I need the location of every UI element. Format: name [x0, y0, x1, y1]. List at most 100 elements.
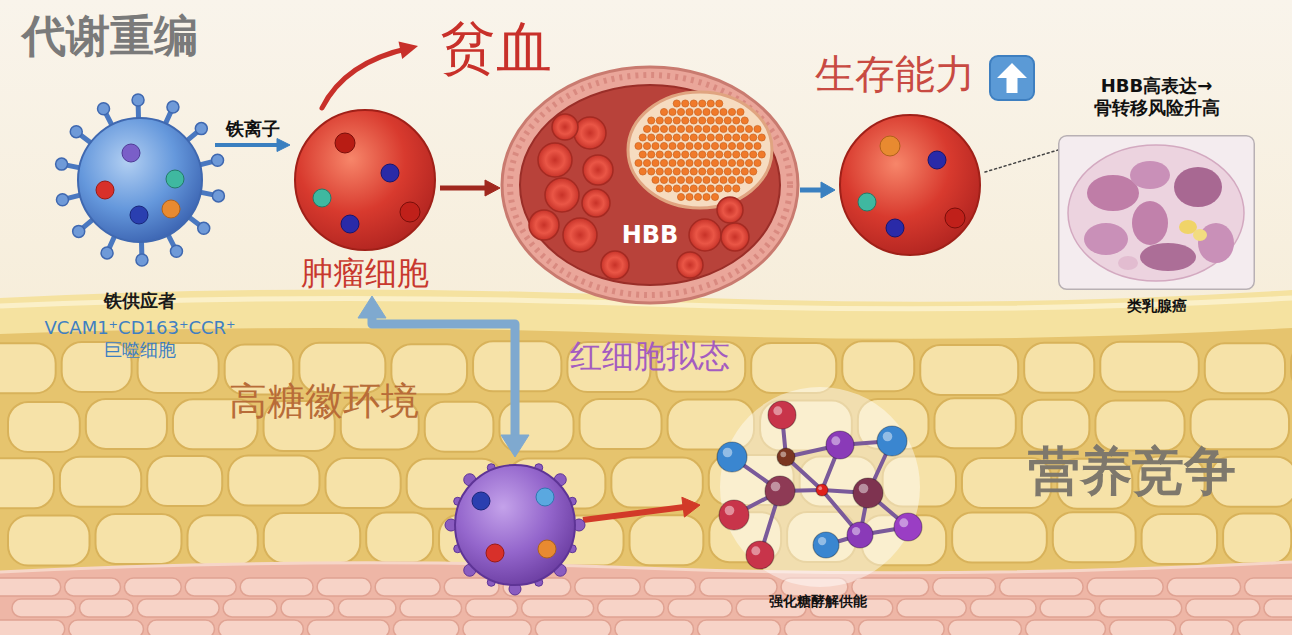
granule [669, 159, 676, 166]
histology-panel: HBB高表达→ 骨转移风险升高类乳腺癌 [1058, 135, 1255, 290]
granule [673, 151, 680, 158]
adipocyte [952, 513, 1047, 563]
granule [677, 142, 684, 149]
skin-cell [615, 620, 694, 635]
skin-cell [575, 578, 641, 596]
skin-cell [124, 578, 181, 596]
skin-cell [1245, 578, 1292, 596]
granule [690, 117, 697, 124]
granule [750, 134, 757, 141]
granule [711, 176, 718, 183]
arrowhead [485, 180, 500, 196]
up-arrow-icon [990, 56, 1034, 100]
granule [669, 176, 676, 183]
granule [665, 134, 672, 141]
skin-cell [137, 599, 219, 617]
atom [719, 500, 749, 530]
spike-knob [56, 158, 68, 170]
histology-panel-shape [1058, 135, 1255, 290]
skin-cell [69, 620, 144, 635]
atom [826, 431, 854, 459]
granule [694, 176, 701, 183]
granule [716, 185, 723, 192]
atom [847, 522, 873, 548]
granule [703, 193, 710, 200]
adipocyte [86, 399, 167, 449]
granule [716, 151, 723, 158]
skin-cell [65, 578, 121, 596]
skin-cell [0, 620, 65, 635]
granule [660, 142, 667, 149]
energy-arrow [583, 497, 700, 520]
granule [652, 176, 659, 183]
granule [686, 125, 693, 132]
cell-label: 肿瘤细胞 [290, 254, 440, 292]
granule [648, 134, 655, 141]
granule [690, 100, 697, 107]
adipocyte [1205, 343, 1285, 393]
granule [660, 125, 667, 132]
cell-heading: 铁供应者 [25, 290, 255, 312]
anemia-arrow [322, 42, 418, 109]
granule [673, 134, 680, 141]
granule [694, 125, 701, 132]
skin-cell [697, 620, 780, 635]
glycolytic-cell: 高糖徽环境 [447, 457, 583, 593]
granule [677, 108, 684, 115]
connector-line [583, 507, 688, 520]
skin-cell [948, 620, 1021, 635]
granule [737, 142, 744, 149]
granule [707, 168, 714, 175]
adipocyte [934, 398, 1015, 448]
granule [733, 185, 740, 192]
granule [707, 117, 714, 124]
adipocyte [1142, 514, 1218, 564]
granule [639, 168, 646, 175]
atom-shine [723, 448, 733, 458]
skin-cell [784, 620, 854, 635]
granule [716, 134, 723, 141]
granule [669, 125, 676, 132]
environment-label: 高糖徽环境 [229, 379, 429, 425]
molecule-network-shape [700, 395, 935, 575]
adipocyte [580, 399, 662, 449]
granule [724, 168, 731, 175]
skin-cell [1167, 578, 1240, 596]
granule [724, 185, 731, 192]
skin-cell [393, 620, 459, 635]
spike-knob [98, 103, 110, 115]
skin-cell [0, 578, 61, 596]
atom-shine [852, 527, 860, 535]
granule [703, 108, 710, 115]
granule [711, 142, 718, 149]
atom-shine [859, 484, 869, 494]
granule [754, 125, 761, 132]
granule [673, 185, 680, 192]
granule [682, 168, 689, 175]
granule [699, 185, 706, 192]
granule [682, 117, 689, 124]
granule [639, 134, 646, 141]
macrophage-cell: 铁供应者VCAM1⁺CD163⁺CCR⁺ 巨噬细胞 [65, 105, 215, 255]
spike-knob [212, 190, 224, 202]
adipocyte [228, 456, 319, 506]
tumor-cell-shape [290, 108, 440, 258]
granule [656, 185, 663, 192]
granule [648, 117, 655, 124]
skin-cell [668, 599, 732, 617]
skin-cell [522, 599, 594, 617]
adipocyte [920, 345, 1018, 395]
skin-cell [185, 578, 236, 596]
granule [745, 142, 752, 149]
connector-line [215, 143, 281, 147]
adipocyte [1053, 512, 1136, 562]
granule [750, 151, 757, 158]
granule [758, 151, 765, 158]
granule [728, 142, 735, 149]
granule [741, 168, 748, 175]
connector-line [985, 150, 1058, 172]
granule [694, 193, 701, 200]
adipocyte [264, 513, 360, 563]
